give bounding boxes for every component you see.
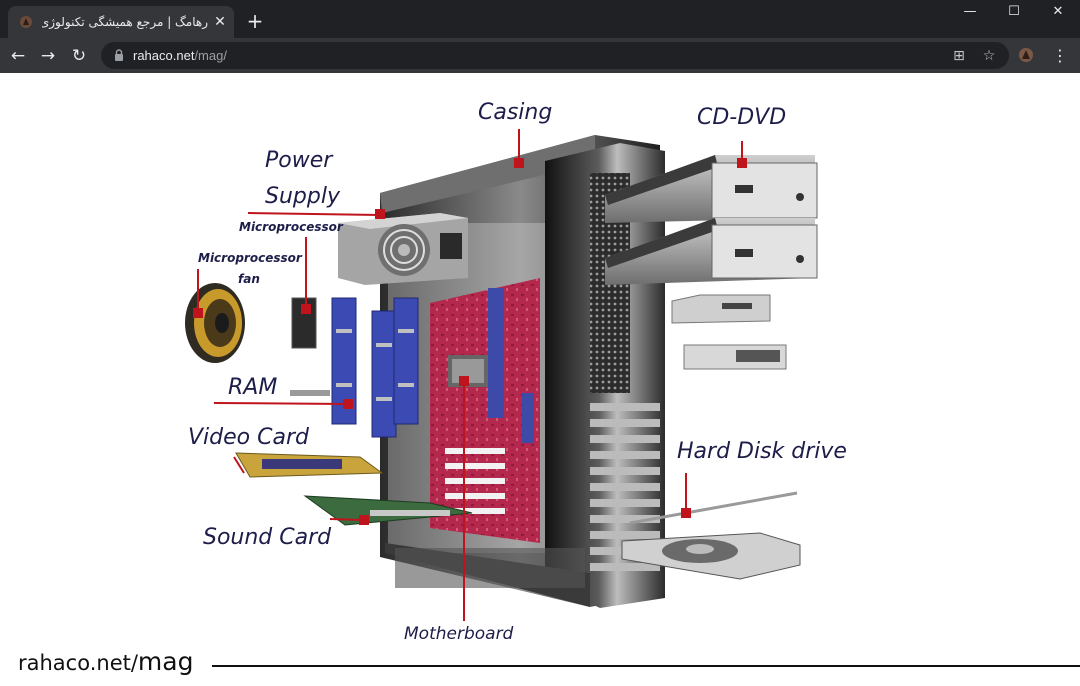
back-button[interactable]: ← [10, 46, 26, 66]
maximize-button[interactable]: ☐ [1008, 4, 1020, 19]
watermark-divider [212, 665, 1080, 667]
sound-card [303, 495, 473, 526]
cd-dvd-drives [605, 155, 818, 285]
url-host: rahaco.net [133, 48, 195, 63]
microprocessor-fan-label-line2: fan [238, 272, 260, 286]
hard-disk-drive-label: Hard Disk drive [677, 439, 847, 464]
tab-close-icon[interactable]: ✕ [214, 14, 226, 30]
video-card-label: Video Card [188, 425, 310, 450]
casing-label: Casing [478, 100, 552, 125]
watermark-prefix: rahaco.net/ [18, 651, 138, 675]
browser-menu-button[interactable]: ⋮ [1052, 46, 1068, 65]
browser-toolbar: ← → ↻ rahaco.net/mag/ ⊞ ☆ ⋮ [0, 38, 1080, 73]
translate-icon[interactable]: ⊞ [953, 48, 965, 64]
video-card [235, 452, 384, 478]
bookmark-star-icon[interactable]: ☆ [982, 48, 996, 64]
site-favicon-icon [20, 16, 32, 28]
motherboard-label: Motherboard [404, 624, 514, 644]
minimize-button[interactable]: — [963, 4, 977, 19]
microprocessor-fan [185, 283, 245, 363]
motherboard-slots [445, 448, 505, 514]
reload-button[interactable]: ↻ [71, 46, 87, 66]
pointer-lines [193, 129, 747, 621]
cd-dvd-label: CD-DVD [697, 105, 786, 130]
microprocessor-fan-label-line1: Microprocessor [198, 251, 303, 265]
new-tab-button[interactable]: + [246, 9, 264, 33]
close-window-button[interactable]: ✕ [1052, 4, 1064, 19]
forward-button[interactable]: → [40, 46, 56, 66]
card-reader-drives [671, 294, 787, 370]
page-viewport: Casing CD-DVD Power Supply Microprocesso… [0, 73, 1080, 686]
power-supply-label-line1: Power [265, 148, 334, 173]
motherboard [430, 278, 540, 543]
watermark-text: rahaco.net/mag [18, 647, 193, 677]
sound-card-label: Sound Card [203, 525, 332, 550]
browser-tab[interactable]: رهامگ | مرجع همیشگی تکنولوژی | ✕ [8, 6, 234, 38]
lock-icon [115, 49, 123, 61]
watermark-suffix: mag [137, 647, 194, 676]
browser-title-bar: رهامگ | مرجع همیشگی تکنولوژی | ✕ + — ☐ ✕ [0, 0, 1080, 38]
power-supply-label-line2: Supply [265, 184, 341, 209]
microprocessor-label: Microprocessor [239, 220, 344, 234]
power-supply [338, 213, 468, 285]
url-text: rahaco.net/mag/ [133, 47, 227, 64]
ram-label: RAM [228, 375, 277, 400]
computer-parts-diagram: Casing CD-DVD Power Supply Microprocesso… [185, 100, 847, 644]
address-bar[interactable]: rahaco.net/mag/ ⊞ ☆ [101, 42, 1009, 69]
hard-disk-drive [621, 491, 801, 580]
url-path: /mag/ [194, 48, 227, 63]
extension-icon[interactable] [1016, 45, 1036, 65]
tab-title: رهامگ | مرجع همیشگی تکنولوژی | [42, 15, 208, 29]
